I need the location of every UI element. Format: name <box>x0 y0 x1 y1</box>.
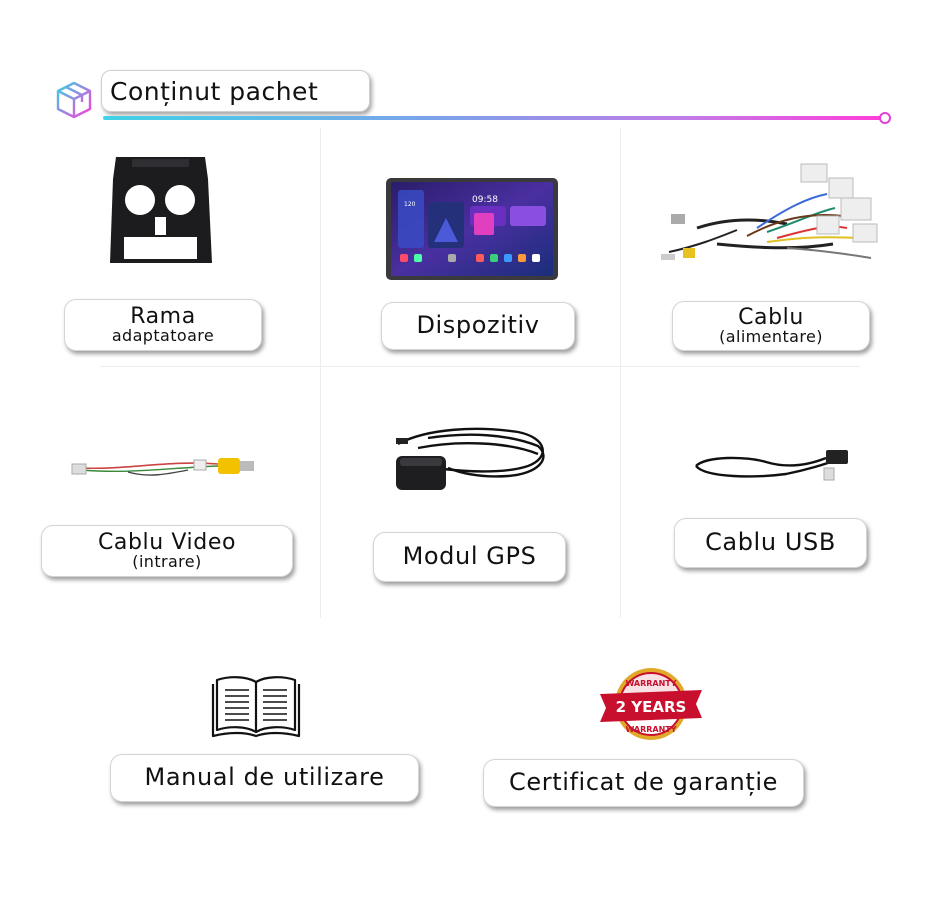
item-subtitle: adaptatoare <box>111 326 215 346</box>
item-subtitle: (alimentare) <box>719 327 823 347</box>
header-divider <box>103 116 883 120</box>
frame-image <box>108 155 213 265</box>
grid-divider <box>100 366 860 367</box>
item-title: Manual de utilizare <box>144 763 385 792</box>
package-icon <box>54 80 94 120</box>
head-unit-image: 09:58 120 <box>386 178 558 280</box>
device-time: 09:58 <box>472 195 498 205</box>
badge-center-text: 2 YEARS <box>616 698 687 716</box>
badge-top-text: WARRANTY <box>625 679 676 688</box>
item-title: Modul GPS <box>402 542 537 571</box>
item-title: Cablu Video <box>97 530 237 556</box>
item-pill: Dispozitiv <box>381 302 575 350</box>
item-pill: Rama adaptatoare <box>64 299 262 351</box>
item-pill: Cablu Video (intrare) <box>41 525 293 577</box>
item-title: Cablu USB <box>705 528 836 557</box>
item-title: Certificat de garanție <box>509 768 778 797</box>
item-title: Dispozitiv <box>416 311 540 340</box>
item-subtitle: (intrare) <box>132 552 202 572</box>
item-pill: Modul GPS <box>373 532 566 582</box>
warranty-badge-icon: 2 YEARS WARRANTY WARRANTY <box>598 664 704 744</box>
video-cable-image <box>68 448 264 484</box>
item-title: Cablu <box>738 305 804 331</box>
badge-bottom-text: WARRANTY <box>625 725 676 734</box>
item-pill: Manual de utilizare <box>110 754 419 802</box>
item-pill: Cablu (alimentare) <box>672 301 870 351</box>
item-pill: Certificat de garanție <box>483 759 804 807</box>
page-title: Conținut pachet <box>101 70 370 112</box>
usb-cable-image <box>686 446 854 486</box>
device-speed: 120 <box>404 201 416 208</box>
header-divider-dot <box>879 112 891 124</box>
item-title: Rama <box>130 304 196 330</box>
grid-divider <box>320 128 321 618</box>
grid-divider <box>620 128 621 618</box>
power-cable-image <box>657 158 887 268</box>
item-pill: Cablu USB <box>674 518 867 568</box>
book-icon <box>211 672 301 738</box>
gps-module-image <box>388 418 552 496</box>
